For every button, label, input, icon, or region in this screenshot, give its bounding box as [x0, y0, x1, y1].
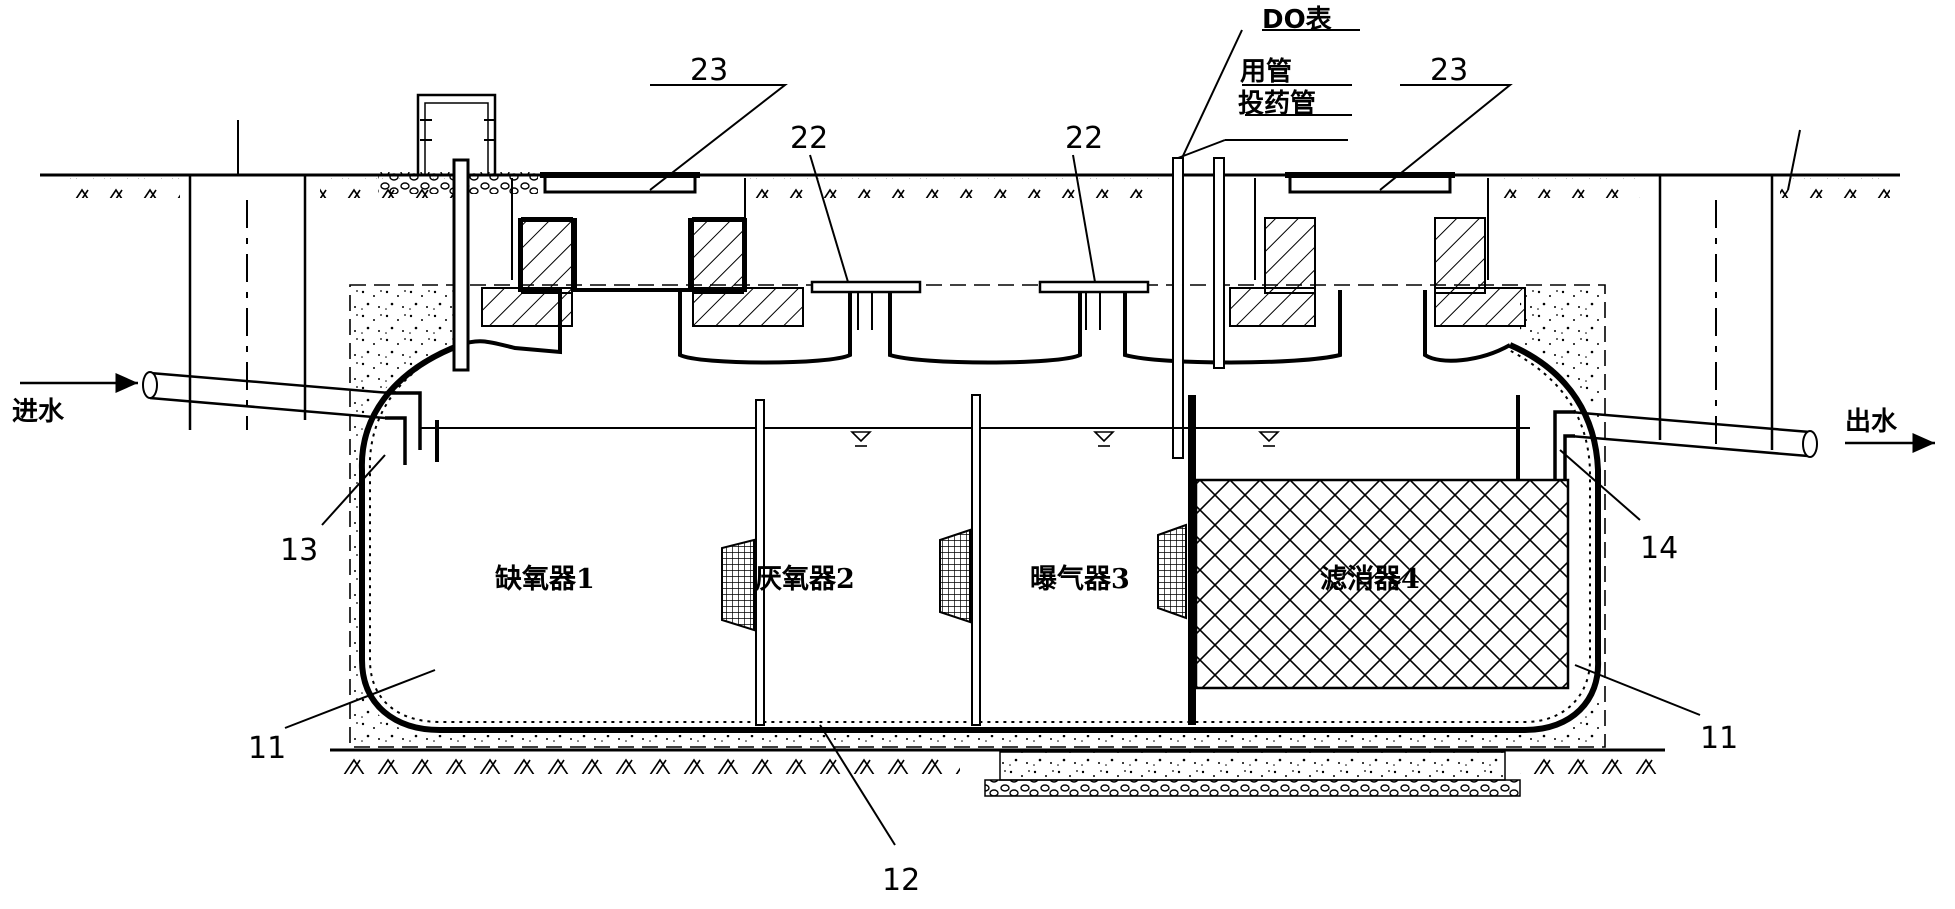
inspection-port-right	[1038, 280, 1150, 330]
outlet-pipe	[1569, 410, 1935, 458]
manhole-cover-left	[540, 172, 700, 194]
ref-23-left: 23	[690, 53, 728, 88]
chamber-3-label: 曝气器3	[1030, 564, 1130, 595]
chamber-1-label: 缺氧器1	[495, 564, 595, 595]
water-level-markers	[850, 431, 1280, 447]
baffle-mesh-filters	[721, 523, 1187, 632]
manhole-cover-right	[1285, 172, 1455, 194]
inlet-pipe	[20, 371, 391, 420]
chamber-2-label: 厌氧器2	[755, 564, 855, 595]
manhole-right	[1658, 175, 1774, 450]
ref-22-right: 22	[1065, 121, 1103, 156]
concrete-risers	[481, 178, 1526, 327]
excavation-pit	[349, 284, 1606, 748]
leader-lines	[284, 29, 1701, 846]
ref-11-left: 11	[248, 731, 286, 766]
do-meter-pipe	[1172, 157, 1184, 459]
ref-22-left: 22	[790, 121, 828, 156]
ground-hatch-top	[70, 178, 1890, 198]
baffles	[755, 394, 1196, 726]
dosing-pipe-label: 投药管	[1238, 89, 1316, 119]
ref-13: 13	[280, 533, 318, 568]
vent-pipe-left	[378, 93, 538, 372]
filter-media	[1194, 478, 1570, 690]
do-pipe-label-line2: 用管	[1240, 57, 1292, 87]
do-pipe-label-line1: DO表	[1262, 5, 1333, 35]
ref-14: 14	[1640, 531, 1678, 566]
gravel-foundation	[984, 751, 1521, 797]
tank-shell	[358, 342, 1602, 733]
outlet-tee	[1516, 395, 1575, 480]
ref-11-right: 11	[1700, 721, 1738, 756]
ref-23-right: 23	[1430, 53, 1468, 88]
dosing-pipe	[1213, 157, 1225, 369]
tank-top-profile	[459, 218, 1511, 365]
outlet-label: 出水	[1845, 407, 1898, 437]
inlet-label: 进水	[12, 397, 65, 427]
inspection-port-left	[810, 280, 922, 330]
inlet-tee	[385, 391, 439, 465]
ref-12: 12	[882, 863, 920, 898]
chamber-4-label: 滤消器4	[1320, 564, 1420, 595]
manhole-left	[188, 175, 307, 430]
